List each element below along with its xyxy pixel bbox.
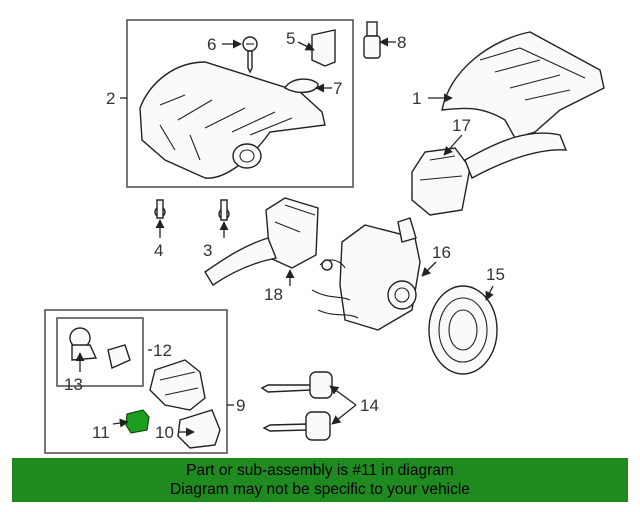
turn-switch-18[interactable] bbox=[204, 197, 319, 286]
callout-3: 3 bbox=[203, 241, 212, 260]
lock-cylinder-13[interactable] bbox=[69, 327, 98, 361]
callout-8: 8 bbox=[397, 33, 406, 52]
leader-14b bbox=[331, 404, 357, 425]
callout-11: 11 bbox=[92, 423, 110, 442]
leader-16 bbox=[421, 261, 437, 277]
callout-14: 14 bbox=[360, 396, 379, 415]
callout-7: 7 bbox=[333, 79, 342, 98]
lock-group-box bbox=[44, 309, 228, 454]
leader-5 bbox=[297, 41, 315, 51]
screw-4[interactable] bbox=[154, 199, 166, 219]
upper-shroud[interactable] bbox=[441, 31, 605, 139]
footer-banner: Part or sub-assembly is #11 in diagram D… bbox=[12, 458, 628, 502]
key-upper-14[interactable] bbox=[260, 371, 333, 399]
callout-18: 18 bbox=[264, 285, 283, 304]
callout-9: 9 bbox=[236, 396, 245, 415]
lock-housing-12[interactable] bbox=[149, 359, 206, 411]
lower-shroud[interactable] bbox=[139, 61, 326, 179]
bolt-8[interactable] bbox=[363, 21, 381, 59]
ignition-housing-16[interactable] bbox=[311, 217, 421, 331]
callout-16: 16 bbox=[432, 243, 451, 262]
callout-10: 10 bbox=[155, 423, 174, 442]
callout-2: 2 bbox=[106, 89, 115, 108]
clock-spring-15[interactable] bbox=[428, 285, 498, 375]
footer-line-1: Part or sub-assembly is #11 in diagram bbox=[186, 462, 454, 479]
leader-14 bbox=[329, 385, 357, 406]
leader-17 bbox=[443, 134, 463, 156]
clip-7[interactable] bbox=[284, 78, 319, 94]
upper-group-box bbox=[126, 19, 354, 188]
callout-17: 17 bbox=[452, 116, 471, 135]
subgroup-13-box bbox=[56, 317, 144, 387]
screw-3[interactable] bbox=[218, 199, 230, 221]
footer-line-2: Diagram may not be specific to your vehi… bbox=[170, 481, 470, 498]
callout-6: 6 bbox=[207, 35, 216, 54]
bracket-5[interactable] bbox=[311, 29, 336, 67]
wiper-switch-17[interactable] bbox=[411, 132, 568, 216]
callout-12: 12 bbox=[153, 341, 172, 360]
switch-10[interactable] bbox=[177, 409, 221, 449]
highlighted-part-11[interactable] bbox=[125, 409, 150, 434]
lock-tab-13[interactable] bbox=[107, 344, 131, 369]
leader-11 bbox=[112, 418, 129, 428]
callout-4: 4 bbox=[154, 241, 163, 260]
callout-15: 15 bbox=[486, 265, 505, 284]
screw-6[interactable] bbox=[242, 36, 258, 74]
callout-13: 13 bbox=[64, 375, 83, 394]
callout-1: 1 bbox=[412, 89, 421, 108]
leader-15 bbox=[485, 285, 494, 301]
key-lower-14[interactable] bbox=[262, 411, 331, 441]
callout-5: 5 bbox=[286, 29, 295, 48]
